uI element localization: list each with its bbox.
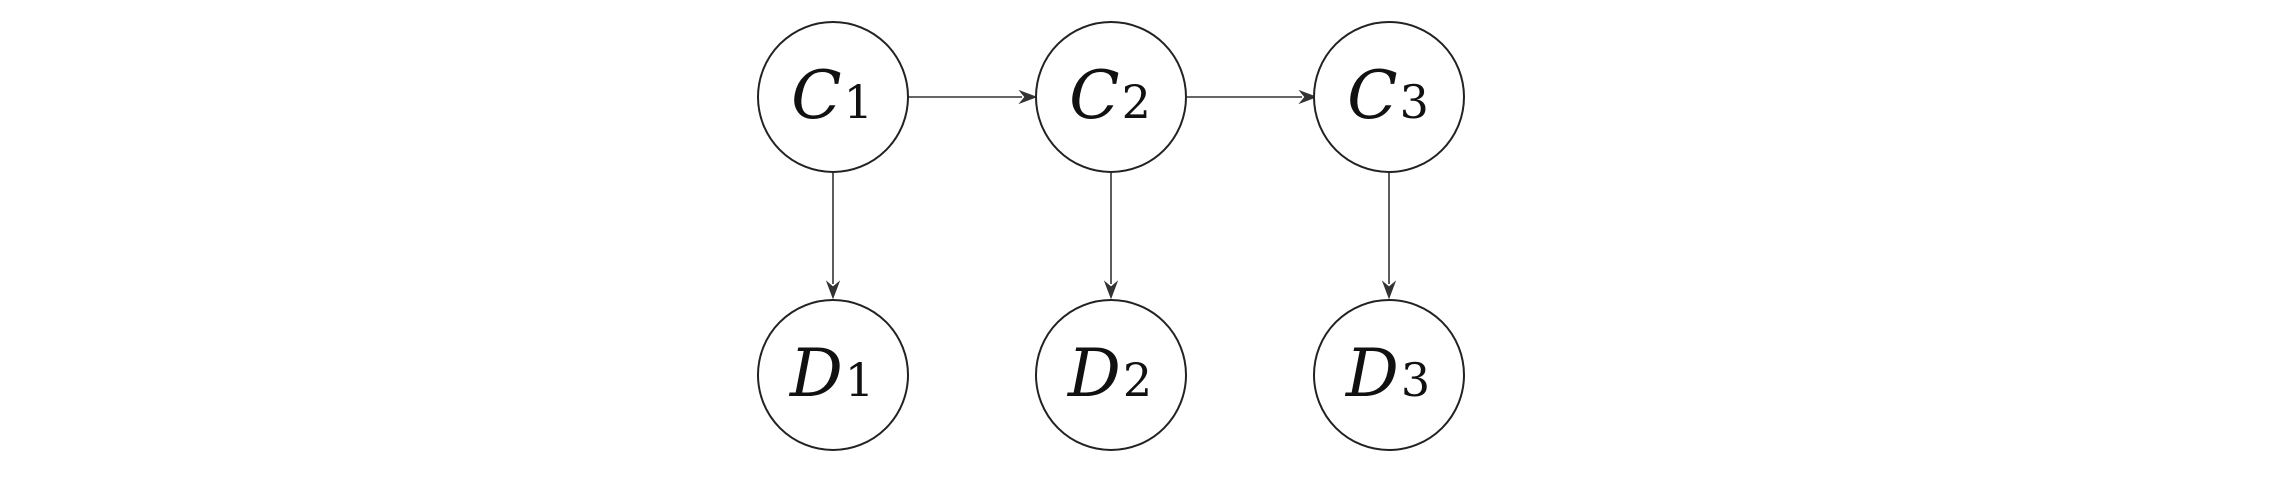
- edge-c3-d3-arrowhead: [1381, 280, 1397, 300]
- node-c2: C2: [1035, 21, 1187, 173]
- node-c1: C1: [757, 21, 909, 173]
- node-c1-label: C1: [791, 57, 873, 134]
- node-d2-circle: [1035, 299, 1187, 451]
- edge-c2-d2-arrowhead: [1103, 280, 1119, 300]
- node-c3: C3: [1313, 21, 1465, 173]
- node-c2-circle: [1035, 21, 1187, 173]
- node-d1-label: D1: [789, 335, 874, 412]
- node-c3-label: C3: [1347, 57, 1429, 134]
- node-c3-circle: [1313, 21, 1465, 173]
- node-d3-label: D3: [1345, 335, 1430, 412]
- node-d2-label: D2: [1067, 335, 1152, 412]
- edge-c1-d1-arrowhead: [825, 280, 841, 300]
- node-d1-circle: [757, 299, 909, 451]
- edges: [825, 89, 1397, 300]
- node-c2-label: C2: [1069, 57, 1151, 134]
- edge-c1-c2-arrowhead: [1018, 89, 1038, 105]
- node-d1: D1: [757, 299, 909, 451]
- node-d3-circle: [1313, 299, 1465, 451]
- node-c1-circle: [757, 21, 909, 173]
- node-d3: D3: [1313, 299, 1465, 451]
- edge-c2-c3-arrowhead: [1298, 89, 1318, 105]
- node-d2: D2: [1035, 299, 1187, 451]
